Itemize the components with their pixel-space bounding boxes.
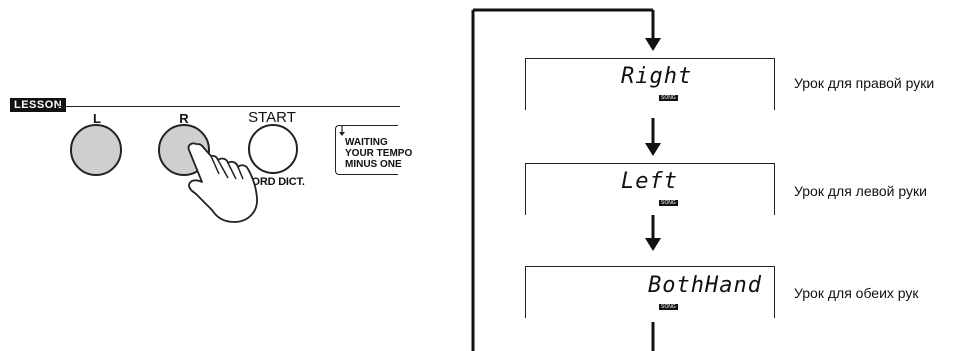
lesson-tag: LESSON (10, 98, 67, 112)
lcd-display-right (525, 58, 775, 110)
lesson-line (58, 106, 400, 107)
lcd-display-left (525, 163, 775, 215)
lesson-mode-bracket (335, 125, 398, 175)
mode-minus-one: MINUS ONE (345, 159, 402, 170)
caption-left-hand: Урок для левой руки (794, 183, 927, 199)
caption-both-hands: Урок для обеих рук (794, 285, 919, 301)
l-button[interactable] (70, 124, 122, 176)
mode-arrow-icon (339, 125, 345, 136)
mode-your-tempo: YOUR TEMPO (345, 148, 413, 159)
start-button[interactable] (248, 124, 298, 174)
lcd-text-both: BothHand (648, 273, 762, 298)
lcd-text-left: Left (621, 169, 678, 194)
song-badge: SONG (659, 200, 678, 206)
song-badge: SONG (659, 95, 678, 101)
song-badge: SONG (659, 304, 678, 310)
caption-right-hand: Урок для правой руки (794, 75, 935, 91)
start-button-label: START (248, 109, 296, 126)
lcd-display-both (525, 266, 775, 318)
r-button-label: R (179, 111, 189, 126)
pressing-hand-icon (187, 142, 258, 223)
lcd-text-right: Right (621, 64, 693, 89)
mode-waiting: WAITING (345, 137, 388, 148)
l-button-label: L (93, 111, 101, 126)
